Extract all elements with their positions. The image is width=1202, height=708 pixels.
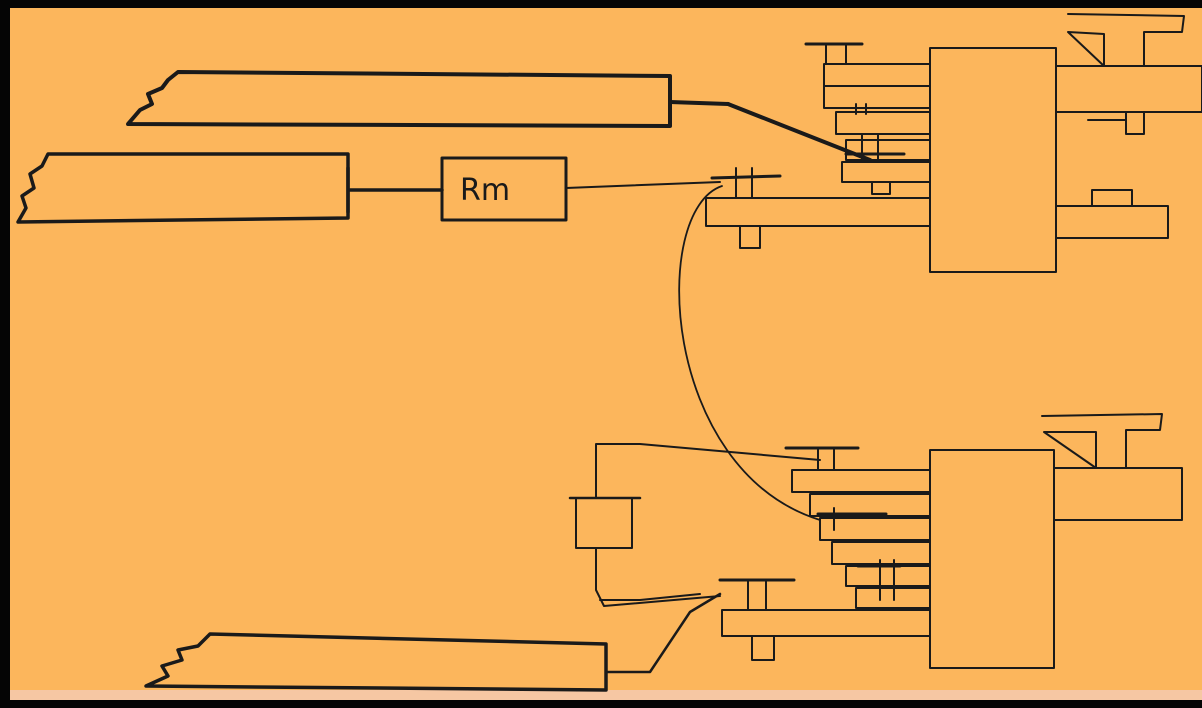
upper-terminal-block — [705, 13, 1202, 273]
jumper-wire — [678, 185, 821, 521]
middle-conductor — [16, 152, 444, 224]
rm-output-wire — [565, 181, 721, 189]
resistor-rm — [440, 156, 568, 222]
lower-terminal-block — [718, 413, 1183, 669]
resistor-label: Rm — [460, 173, 510, 208]
isolated-box-circuit — [568, 443, 821, 607]
paper-background — [10, 8, 1202, 690]
bottom-strip — [10, 690, 1202, 700]
bottom-conductor — [144, 592, 722, 692]
